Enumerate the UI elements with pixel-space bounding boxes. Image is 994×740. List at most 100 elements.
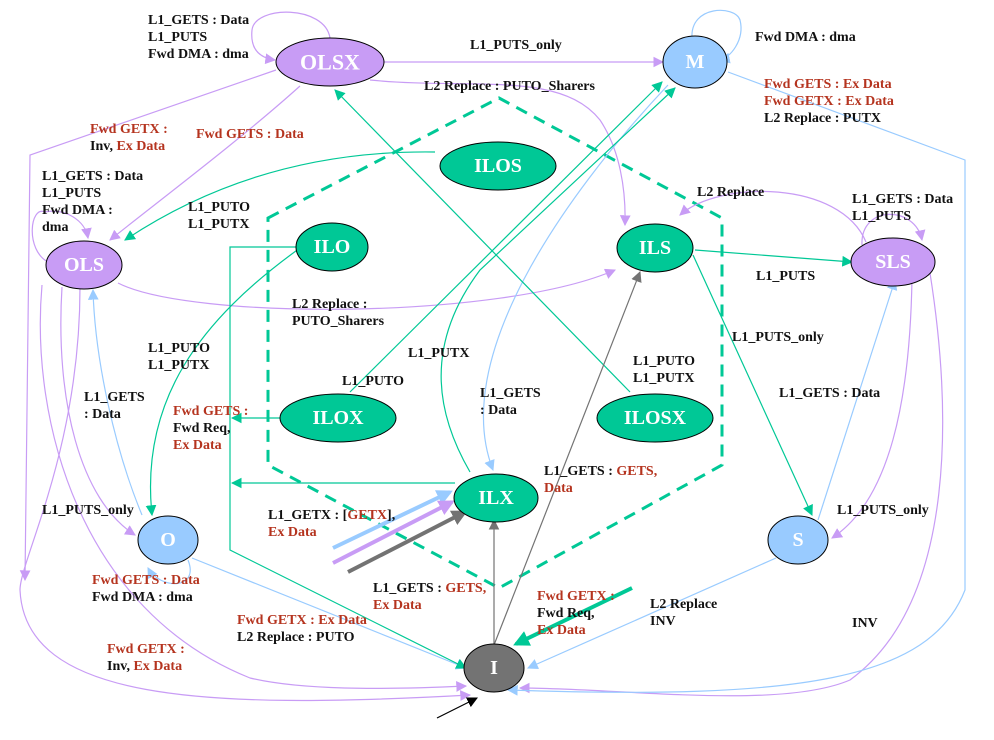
event-text: L1_PUTS [42,186,101,201]
event-text: L1_PUTS [148,30,207,45]
node-ellipse [279,393,397,443]
node-ellipse [453,473,539,523]
action-text: Fwd GETS : Data [92,573,200,588]
edge-label-fwd-getx-i: Fwd GETX :Fwd Req,Ex Data [537,589,615,638]
edge-ols-i-inner [39,284,468,692]
edge-sls-s [831,277,913,539]
edge-olsx-ols [109,85,301,241]
edge-label-s-sls: L1_GETS : Data [779,386,880,401]
edge-label-m-self: Fwd DMA : dma [755,30,856,45]
action-text: Fwd GETS : [173,404,248,419]
edge-ilx-m [440,87,676,473]
event-text: Fwd DMA : [42,203,113,218]
edge-sls-self [861,213,926,246]
event-text: L2 Replace : PUTO [237,630,355,645]
node-ellipse [596,393,714,443]
event-text: Inv, [90,139,116,154]
thick-arrows [332,490,633,646]
edges-gray [488,270,642,646]
edge-ilosx-olsx [334,89,631,393]
edges-purple [19,11,944,702]
edge-ilox-m [349,81,663,393]
node-ellipse [275,37,385,87]
edge-olsx-self [251,11,331,65]
event-text: : Data [480,403,517,418]
edges-blue [87,9,966,696]
edge-m-i [506,71,966,696]
edge-o-ols [87,288,143,516]
edge-label-sls-s: L1_PUTS_only [837,503,929,518]
event-text: L1_PUTX [148,358,209,373]
event-text: L1_GETS : [544,464,616,479]
node-label: OLS [64,254,104,276]
event-text: L1_PUTO [148,341,210,356]
event-text: L1_PUTS [852,209,911,224]
edge-ils-sls [694,249,854,267]
node-ellipse [137,515,199,565]
action-text: Ex Data [173,438,222,453]
edge-label-o-ols: L1_GETS: Data [84,390,145,422]
event-text: L1_PUTS [756,269,815,284]
action-text: Fwd GETX : [107,642,185,657]
event-text: L1_PUTX [633,371,694,386]
state-node-m: M [662,35,728,89]
edge-label-ils-s: L1_PUTS_only [732,330,824,345]
event-text: Fwd DMA : dma [92,590,193,605]
action-text: Fwd GETX : Ex Data [764,94,894,109]
edge-label-ols-ils: L2 Replace :PUTO_Sharers [292,297,385,329]
edge-ols-ils [117,268,616,310]
action-text: Fwd GETX : [90,122,168,137]
event-text: L1_PUTO [188,200,250,215]
edge-m-ilx [482,84,669,472]
event-text: L1_GETS [480,386,541,401]
event-text: L1_PUTS_only [732,330,824,345]
thick-green-arrow [513,586,633,646]
edge-ols-i-outer [19,286,472,702]
action-text: Data [544,481,573,496]
event-text: L1_GETS : Data [852,192,953,207]
state-node-ilx: ILX [453,473,539,523]
edge-sls-ils [679,190,867,243]
node-label: ILS [639,237,671,259]
edge-label-olsx-ols: Fwd GETS : Data [196,127,304,142]
event-text: Inv, [107,659,133,674]
event-text: L1_PUTX [188,217,249,232]
event-text: INV [852,616,878,631]
edge-label-ils-sls: L1_PUTS [756,269,815,284]
edge-label-i-ilx: L1_GETS : GETS,Ex Data [373,581,486,613]
state-node-ilos: ILOS [439,141,557,191]
event-text: dma [42,220,68,235]
state-node-ilosx: ILOSX [596,393,714,443]
event-text: L1_PUTS_only [837,503,929,518]
edge-label-ilos-ols: L1_PUTO L1_PUTX [188,200,250,232]
action-text: Ex Data [373,598,422,613]
edge-label-i-ils: L1_GETS : GETS,Data [544,464,657,496]
node-label: ILO [314,236,351,258]
node-label: ILOSX [624,407,687,429]
action-text: Ex Data [537,623,586,638]
node-label: ILOS [474,155,522,177]
event-text: L2 Replace : PUTO_Sharers [424,79,596,94]
edge-label-ilx-m: L1_PUTX [408,346,469,361]
node-label: O [160,529,176,551]
edge-i-ils [493,270,642,646]
event-text: Fwd DMA : dma [755,30,856,45]
edge-ols-o [60,286,136,536]
state-node-sls: SLS [850,237,936,287]
node-ellipse [295,222,369,272]
edge-initial [436,697,478,719]
edge-ilos-ols [124,151,436,241]
event-text: L2 Replace [697,185,764,200]
state-node-ols: OLS [45,240,123,290]
edge-label-sls-i: INV [852,616,878,631]
node-label: SLS [875,251,911,273]
dashed-boundary [266,96,724,590]
state-node-ilox: ILOX [279,393,397,443]
edge-olsx-ils [369,79,631,227]
node-label: OLSX [300,50,360,75]
